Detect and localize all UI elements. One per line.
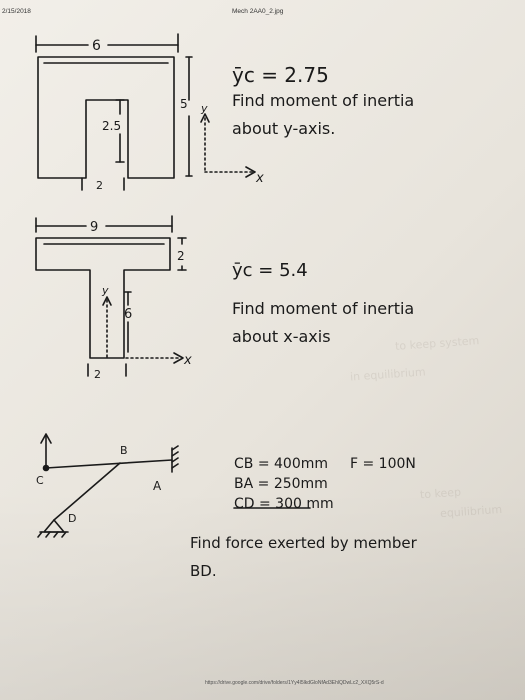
dim-stem-height: 6 xyxy=(124,307,132,322)
task-text: Find force exerted by member xyxy=(190,534,418,552)
task-text: about x-axis xyxy=(232,327,331,346)
file-name: Mech 2AA0_2.jpg xyxy=(232,8,284,15)
centroid-value: ȳc = 2.75 xyxy=(232,63,329,87)
dim-inner-height: 2.5 xyxy=(102,119,121,133)
task-text: Find moment of inertia xyxy=(232,299,414,318)
point-label-d: D xyxy=(68,512,76,525)
dim-flange-thickness: 2 xyxy=(177,249,185,263)
footer-url: https://drive.google.com/drive/folders/1… xyxy=(205,680,384,686)
channel-shape-figure xyxy=(35,33,256,191)
given-cd: CD = 300 mm xyxy=(234,496,334,512)
point-label-a: A xyxy=(153,479,162,493)
point-label-c: C xyxy=(36,474,44,487)
t-shape-figure xyxy=(35,215,187,377)
dim-bottom-width: 2 xyxy=(94,368,101,381)
dim-height: 5 xyxy=(180,97,188,111)
axis-x-label: x xyxy=(183,353,192,368)
centroid-value: ȳc = 5.4 xyxy=(232,260,308,281)
axis-y-label: y xyxy=(101,284,109,297)
dim-bottom-width: 2 xyxy=(96,179,103,192)
task-text: about y-axis. xyxy=(232,119,335,138)
task-text: Find moment of inertia xyxy=(232,91,414,110)
given-force: F = 100N xyxy=(350,456,416,472)
axis-y-label: y xyxy=(200,102,208,115)
truss-figure xyxy=(37,433,179,538)
print-date: 2/15/2018 xyxy=(2,8,31,15)
given-ba: BA = 250mm xyxy=(234,476,328,492)
axis-x-label: x xyxy=(255,171,264,186)
given-cb: CB = 400mm xyxy=(234,456,328,472)
task-text: BD. xyxy=(190,562,217,580)
point-label-b: B xyxy=(120,444,128,457)
dim-width-top: 6 xyxy=(92,38,101,54)
dim-width-top: 9 xyxy=(90,220,98,235)
